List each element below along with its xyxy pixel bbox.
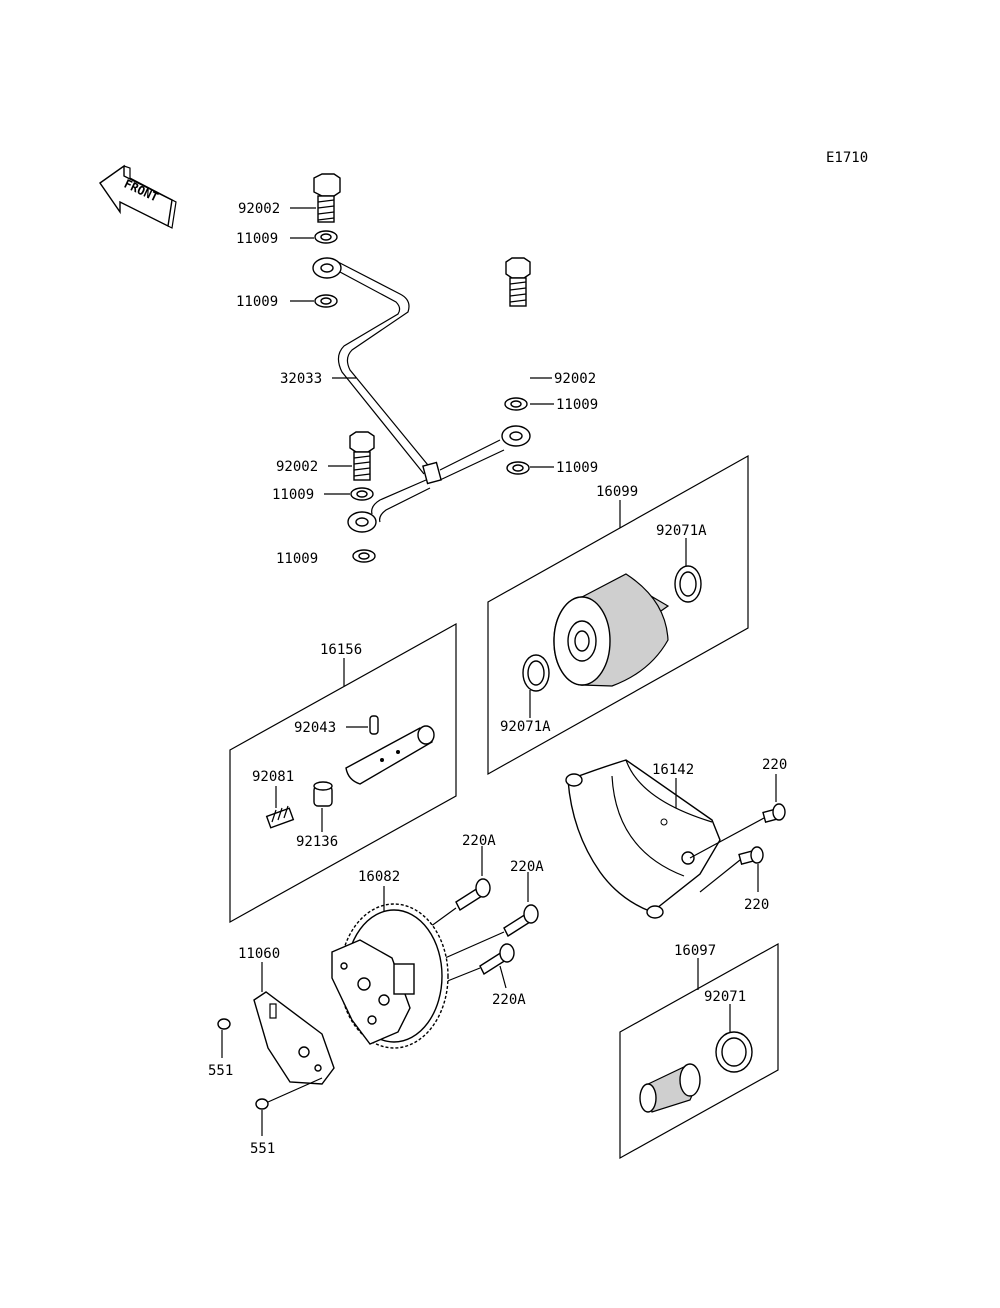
oil-pipe-32033: [312, 257, 531, 533]
dowel-551-1: [217, 1018, 231, 1030]
label-bolt-cover-top: 220: [762, 757, 787, 773]
label-filter-assy: 16099: [596, 484, 638, 500]
label-bolt-left: 92002: [276, 459, 318, 475]
label-spring: 92136: [296, 834, 338, 850]
screw-220a-1: [455, 878, 491, 912]
label-washer-5: 11009: [272, 487, 314, 503]
label-cover: 16142: [652, 762, 694, 778]
label-screw-3: 220A: [492, 992, 526, 1008]
label-dowel-1: 551: [208, 1063, 233, 1079]
label-washer-3: 11009: [556, 397, 598, 413]
label-screw-2: 220A: [510, 859, 544, 875]
label-strainer-assy: 16097: [674, 943, 716, 959]
gasket-11060: [253, 991, 335, 1085]
label-bolt-top: 92002: [238, 201, 280, 217]
frame-16099: [487, 454, 749, 776]
relief-valve-body: [345, 725, 435, 785]
label-oring-top: 92071A: [656, 523, 707, 539]
bolt-220-bottom: [738, 846, 764, 866]
dowel-551-2: [255, 1098, 269, 1110]
oil-filter-element: [553, 573, 670, 687]
label-washer-4: 11009: [556, 460, 598, 476]
label-bolt-cover-bottom: 220: [744, 897, 769, 913]
label-pipe: 32033: [280, 371, 322, 387]
label-oring-bottom: 92071A: [500, 719, 551, 735]
oil-pump-cover-16142: [565, 759, 721, 919]
label-screw-1: 220A: [462, 833, 496, 849]
label-washer-1: 11009: [236, 231, 278, 247]
oil-pump-16082: [331, 903, 449, 1049]
bolt-92002-top: [313, 173, 341, 223]
label-plug: 92081: [252, 769, 294, 785]
label-pump: 16082: [358, 869, 400, 885]
frame-16156: [229, 622, 457, 924]
oil-strainer: [639, 1063, 701, 1113]
front-arrow-icon: FRONT: [99, 164, 177, 229]
frame-16097: [619, 942, 779, 1160]
label-gasket: 11060: [238, 946, 280, 962]
label-relief-assy: 16156: [320, 642, 362, 658]
screw-220a-3: [479, 943, 515, 976]
pin-92043: [369, 715, 379, 735]
label-washer-2: 11009: [236, 294, 278, 310]
spring-92136: [313, 781, 333, 807]
label-strainer-oring: 92071: [704, 989, 746, 1005]
label-washer-6: 11009: [276, 551, 318, 567]
oring-92071a-bottom: [522, 654, 550, 692]
label-pin: 92043: [294, 720, 336, 736]
bolt-92002-right: [505, 257, 531, 307]
label-bolt-right: 92002: [554, 371, 596, 387]
screw-220a-2: [503, 904, 539, 938]
plug-92081: [265, 805, 295, 829]
bolt-220-top: [762, 803, 786, 824]
oring-92071a-top: [674, 565, 702, 603]
label-dowel-2: 551: [250, 1141, 275, 1157]
bolt-92002-left: [349, 431, 375, 481]
oring-92071: [715, 1031, 753, 1073]
diagram-code: E1710: [826, 150, 868, 166]
